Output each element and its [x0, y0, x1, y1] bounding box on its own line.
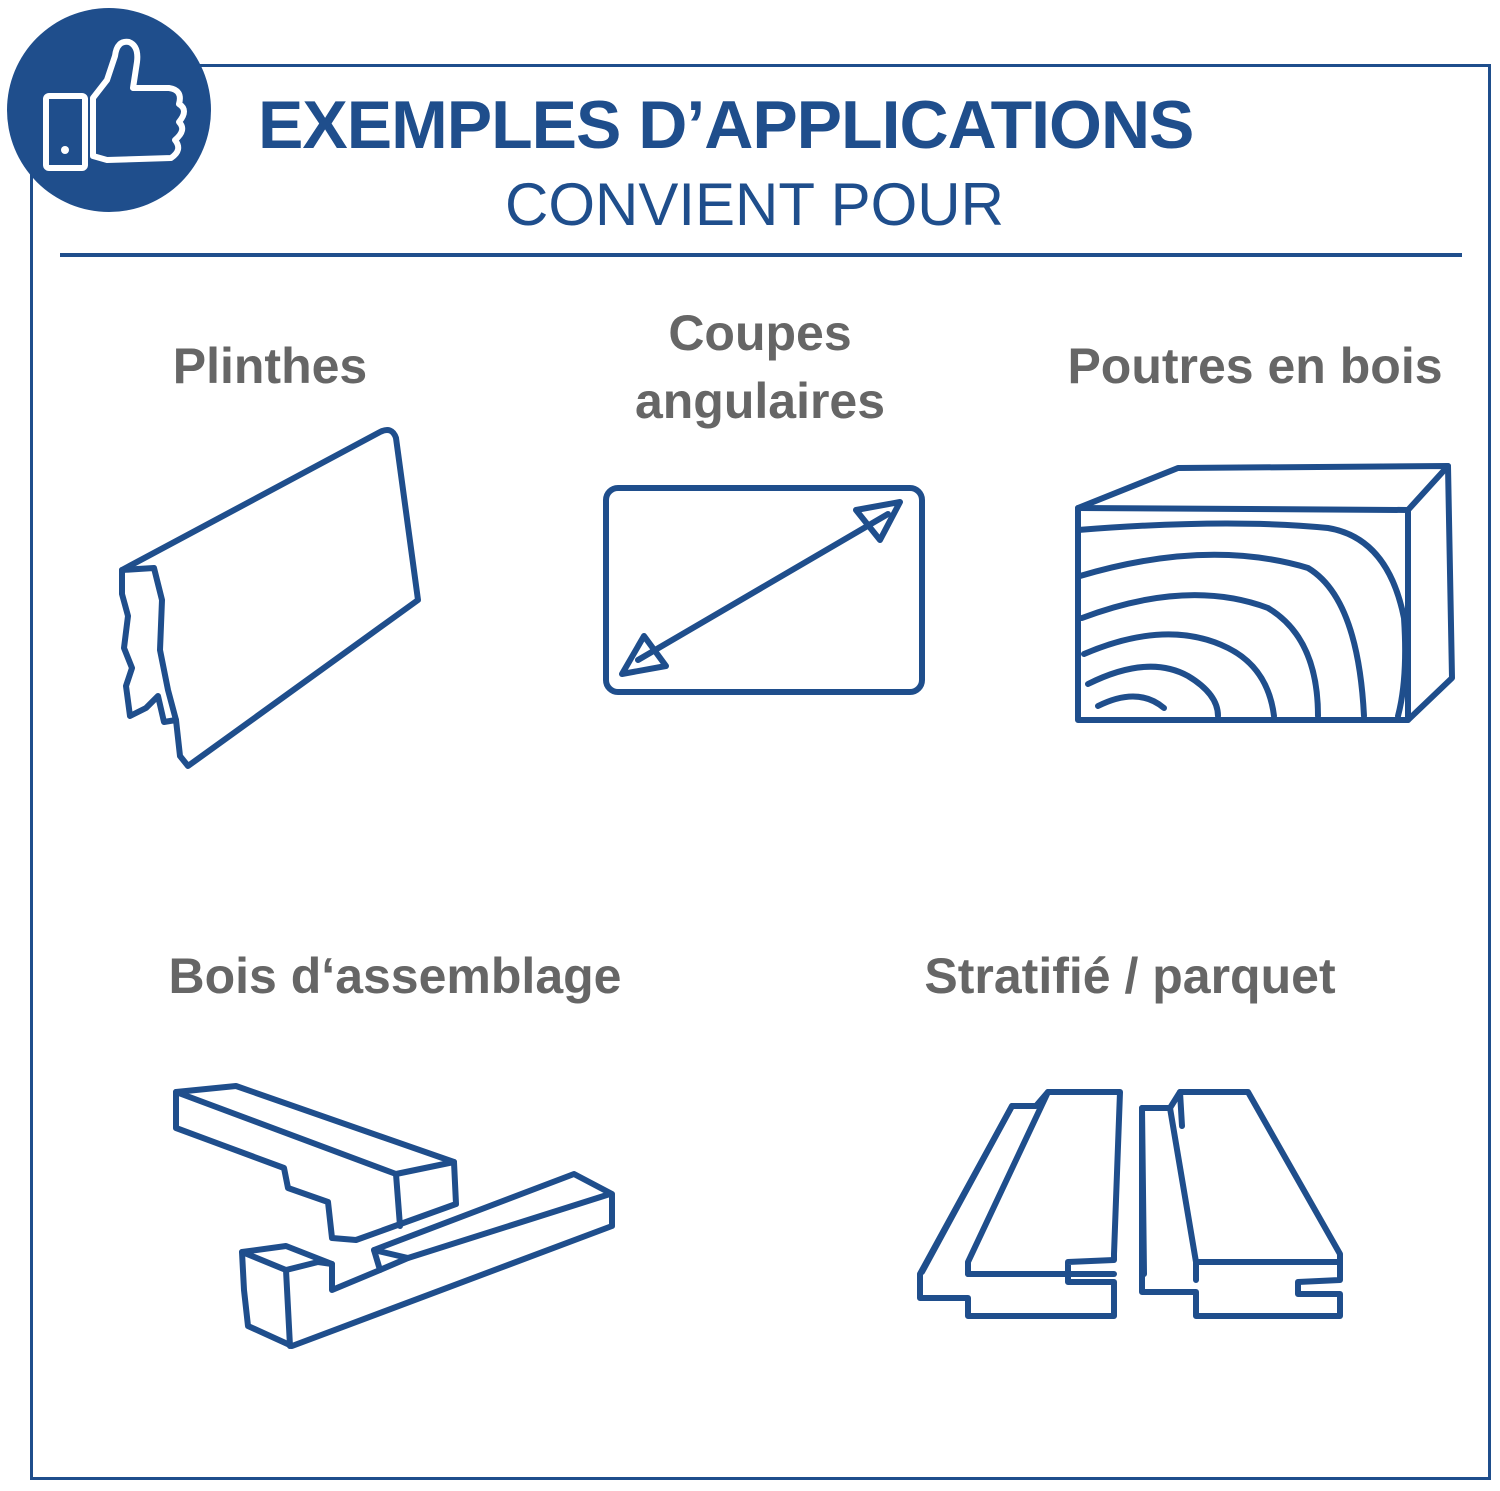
- label-coupes-line2: angulaires: [634, 373, 886, 429]
- label-coupes-angulaires: Coupes angulaires: [560, 299, 960, 435]
- baseboard-icon: [110, 420, 430, 785]
- label-stratifie-parquet: Stratifié / parquet: [924, 948, 1336, 1004]
- label-poutres-en-bois: Poutres en bois: [1067, 338, 1443, 394]
- wood-beam-icon: [1068, 458, 1463, 733]
- angle-cut-icon: [598, 480, 930, 707]
- page-title: EXEMPLES D’APPLICATIONS: [258, 87, 1194, 163]
- label-bois-assemblage: Bois d‘assemblage: [168, 948, 622, 1004]
- content-frame: [30, 64, 1491, 1480]
- laminate-parquet-icon: [914, 1086, 1350, 1331]
- thumbs-up-badge: [7, 8, 211, 212]
- joinery-wood-icon: [168, 1080, 620, 1357]
- page-subtitle: CONVIENT POUR: [505, 171, 1004, 238]
- label-coupes-line1: Coupes: [668, 305, 852, 361]
- label-plinthes: Plinthes: [172, 338, 368, 394]
- thumbs-up-icon: [43, 38, 187, 171]
- header-divider: [60, 253, 1462, 257]
